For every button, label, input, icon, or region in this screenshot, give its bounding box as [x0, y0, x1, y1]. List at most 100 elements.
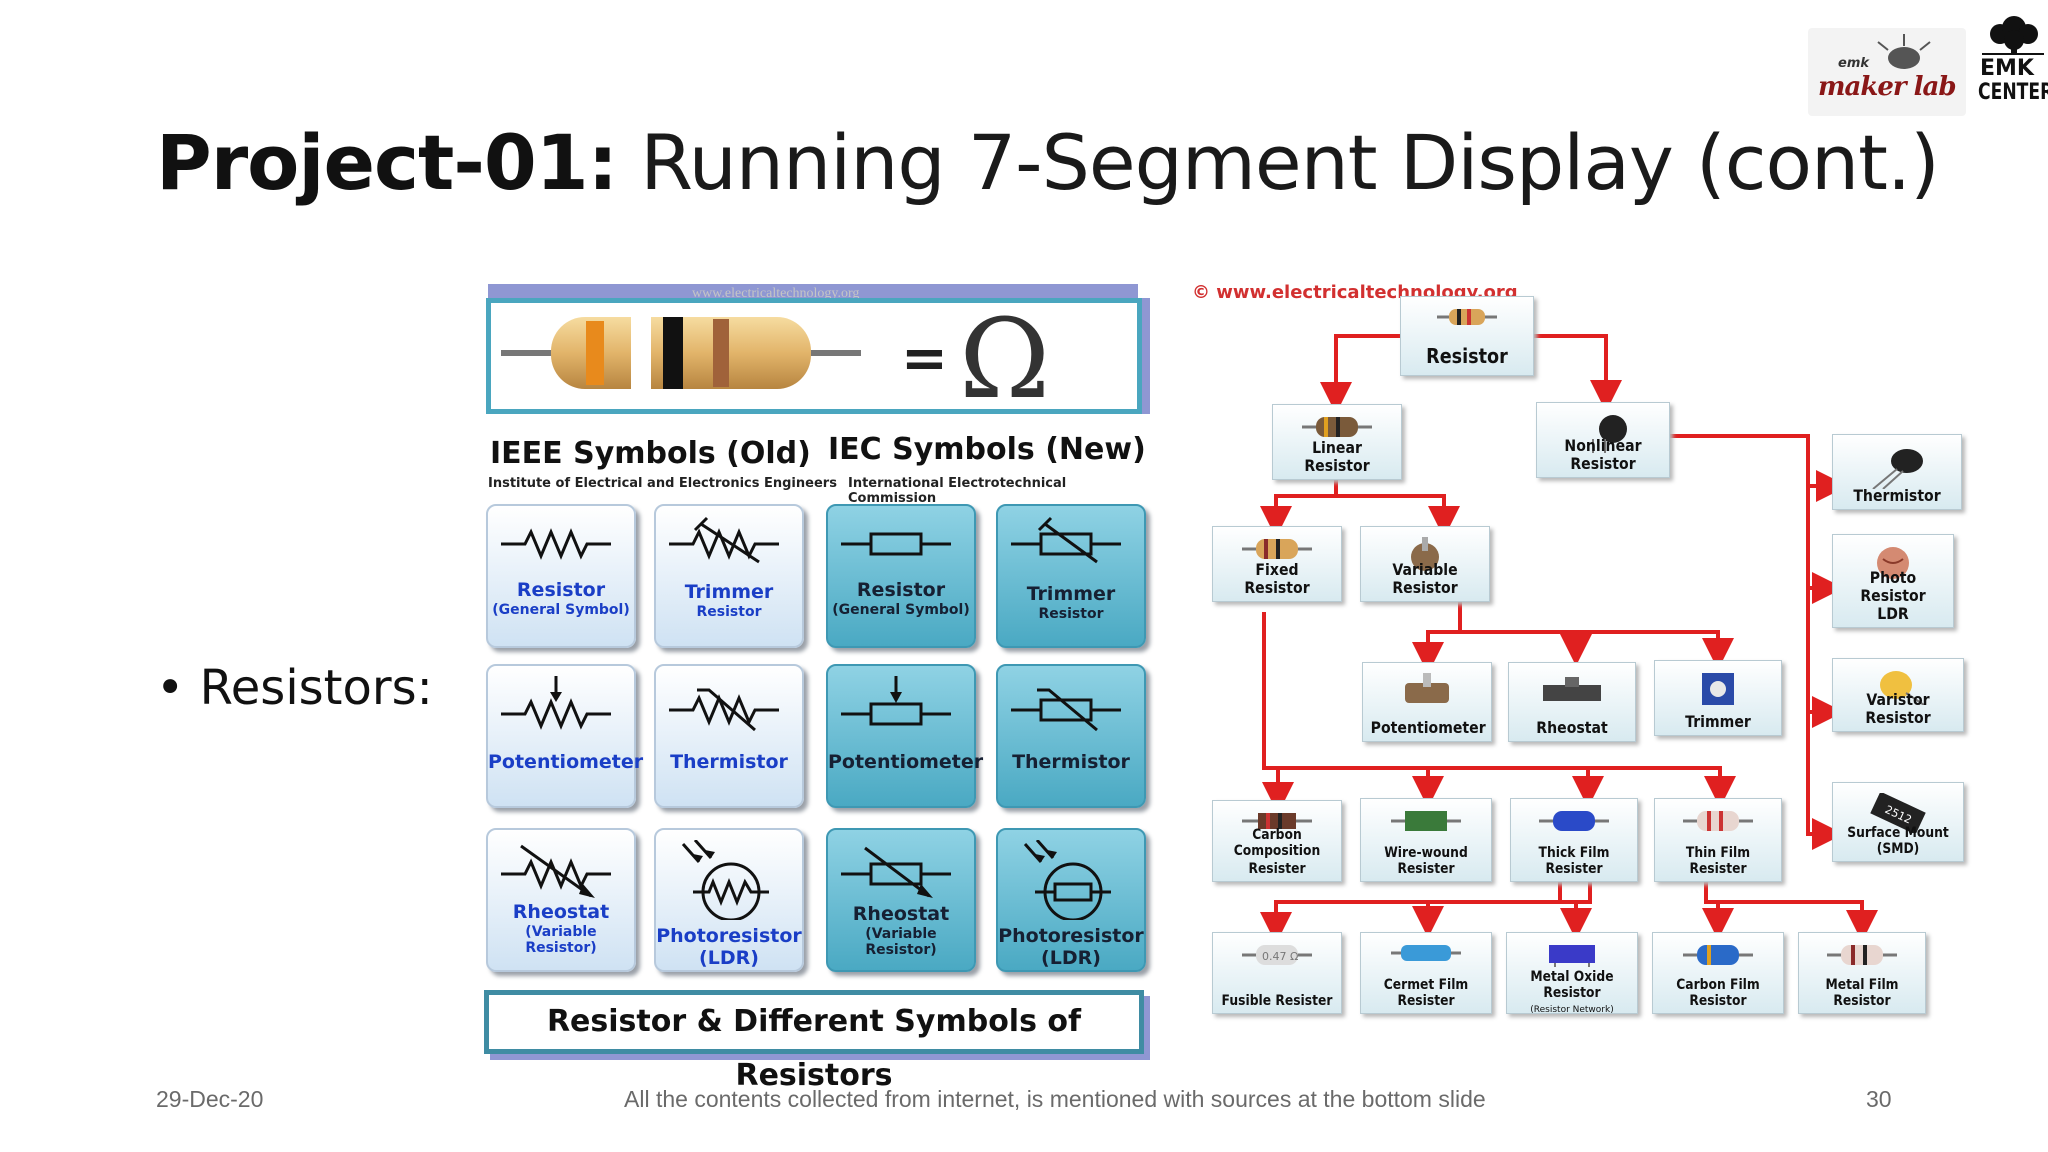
- makerlab-text: maker lab: [1818, 72, 1957, 102]
- cell-label: Rheostat: [512, 901, 610, 923]
- connector-lines: [1260, 334, 1878, 944]
- node-variable: Variable Resistor: [1360, 526, 1490, 602]
- node-label: Surface Mount (SMD): [1847, 825, 1949, 857]
- cell-label: Resistor: [856, 579, 946, 601]
- node-label: Linear Resistor: [1304, 438, 1370, 475]
- node-thick-film: Thick Film Resister: [1510, 798, 1638, 882]
- thermistor-icon: [1872, 449, 1923, 489]
- node-wirewound: Wire-wound Resister: [1360, 798, 1492, 882]
- cermet-icon: [1391, 945, 1461, 961]
- iec-resistor-cell: Resistor (General Symbol): [826, 504, 976, 648]
- node-label: Nonlinear Resistor: [1564, 436, 1642, 473]
- carbon-composition-icon: [1242, 813, 1312, 829]
- center-text: CENTER: [1978, 80, 2048, 105]
- cell-sublabel: Resistor: [1038, 606, 1104, 622]
- cell-label: Photoresistor: [656, 925, 802, 947]
- node-varistor: Varistor Resistor: [1832, 658, 1964, 732]
- cell-sublabel: Resistor: [696, 604, 762, 620]
- node-metal-film: Metal Film Resistor: [1798, 932, 1926, 1014]
- potentiometer-icon: [1405, 673, 1449, 703]
- ieee-trimmer-cell: Trimmer Resistor: [654, 504, 804, 648]
- node-label: Variable Resistor: [1392, 560, 1458, 597]
- cell-sublabel: (LDR): [1041, 947, 1101, 969]
- photoresistor-rectangle-icon: [1023, 840, 1111, 920]
- node-carbon-composition: Carbon Composition Resister: [1212, 800, 1342, 882]
- node-label: Carbon Composition: [1233, 827, 1321, 859]
- node-potentiometer: Potentiometer: [1362, 662, 1492, 742]
- cell-label: Photoresistor: [998, 925, 1144, 947]
- node-fusible: 0.47 Ω Fusible Resister: [1212, 932, 1342, 1014]
- thermistor-rectangle-icon: [1011, 688, 1121, 732]
- node-linear: Linear Resistor: [1272, 404, 1402, 480]
- node-label: Thick Film Resister: [1538, 845, 1610, 877]
- makerlab-logo: emk maker lab: [1808, 28, 1966, 116]
- node-label-2: Resister: [1248, 861, 1306, 877]
- emk-center-logo: EMK CENTER: [1978, 16, 2048, 122]
- node-resistor: Resistor: [1400, 296, 1534, 376]
- emk-text: EMK: [1980, 56, 2034, 81]
- rectangle-resistor-icon: [841, 532, 951, 556]
- cell-label: Resistor: [516, 579, 606, 601]
- resistor-types-diagram: © www.electricaltechnology.org: [1188, 278, 1968, 1048]
- node-label: Photo Resistor: [1860, 568, 1926, 605]
- resistor-symbols-image: www.electricaltechnology.org = Ω IEEE Sy…: [482, 284, 1152, 1093]
- node-carbon-film: Carbon Film Resistor: [1652, 932, 1784, 1014]
- fusible-icon: 0.47 Ω: [1242, 945, 1312, 965]
- resistor-equals-ohm-box: = Ω: [486, 295, 1142, 423]
- node-label: Thin Film Resister: [1685, 845, 1751, 877]
- footer-note: All the contents collected from internet…: [624, 1086, 1486, 1112]
- node-fixed: Fixed Resistor: [1212, 526, 1342, 602]
- cell-label: Potentiometer: [828, 751, 984, 773]
- cell-sublabel: (Variable Resistor): [525, 924, 597, 956]
- node-label: Fixed Resistor: [1244, 560, 1310, 597]
- iec-thermistor-cell: Thermistor: [996, 664, 1146, 808]
- slide-title: Project-01: Running 7-Segment Display (c…: [156, 118, 1940, 207]
- iec-subtitle: International Electrotechnical Commissio…: [848, 476, 1067, 506]
- node-sublabel: LDR: [1877, 604, 1909, 623]
- node-thermistor: Thermistor: [1832, 434, 1962, 510]
- iec-trimmer-cell: Trimmer Resistor: [996, 504, 1146, 648]
- cell-label: Trimmer: [1026, 583, 1116, 605]
- node-label: Trimmer: [1685, 712, 1751, 731]
- node-nonlinear: Nonlinear Resistor: [1536, 402, 1670, 478]
- cell-sublabel: (Variable Resistor): [865, 926, 937, 958]
- footer-date: 29-Dec-20: [156, 1086, 264, 1112]
- iec-rheostat-cell: Rheostat (Variable Resistor): [826, 828, 976, 972]
- omega-symbol: Ω: [959, 303, 1050, 407]
- resistor-ohm-graphic: = Ω: [501, 295, 1050, 423]
- ieee-photoresistor-cell: Photoresistor (LDR): [654, 828, 804, 972]
- potentiometer-zigzag-icon: [501, 676, 611, 730]
- node-rheostat: Rheostat: [1508, 662, 1636, 742]
- bullet-text: Resistors:: [199, 660, 433, 716]
- symbols-watermark: www.electricaltechnology.org: [692, 286, 860, 301]
- node-label: Carbon Film Resistor: [1676, 977, 1760, 1009]
- ieee-resistor-cell: Resistor (General Symbol): [486, 504, 636, 648]
- cell-label: Trimmer: [684, 581, 774, 603]
- smd-chip-icon: 2512: [1870, 793, 1926, 833]
- cell-label: Potentiometer: [488, 751, 644, 773]
- trimmer-rectangle-icon: [1011, 516, 1121, 564]
- node-label: Varistor Resistor: [1865, 690, 1931, 727]
- node-smd: 2512 Surface Mount (SMD): [1832, 782, 1964, 862]
- rheostat-icon: [1543, 677, 1601, 701]
- equals-sign: =: [901, 326, 948, 391]
- node-label: Metal Oxide Resistor: [1530, 969, 1614, 1001]
- cell-label: Thermistor: [670, 751, 788, 773]
- ieee-potentiometer-cell: Potentiometer: [486, 664, 644, 808]
- trimmer-zigzag-icon: [669, 516, 779, 564]
- metal-film-icon: [1827, 945, 1897, 965]
- node-thin-film: Thin Film Resister: [1654, 798, 1782, 882]
- bug-icon: [1877, 34, 1931, 69]
- variable-resistor-icon: [1411, 537, 1439, 571]
- fusible-code: 0.47 Ω: [1262, 950, 1298, 963]
- ieee-title: IEEE Symbols (Old): [490, 436, 811, 471]
- logos: emk maker lab EMK CENTER: [1808, 16, 2048, 122]
- rheostat-rectangle-icon: [841, 846, 951, 898]
- node-photo: Photo Resistor LDR: [1832, 534, 1954, 628]
- nonlinear-resistor-icon: [1592, 415, 1627, 453]
- node-sublabel: (Resistor Network): [1530, 1005, 1614, 1015]
- varistor-icon: [1880, 671, 1925, 705]
- node-cermet: Cermet Film Resister: [1360, 932, 1492, 1014]
- ldr-icon: [1877, 547, 1909, 579]
- rheostat-zigzag-icon: [501, 844, 611, 898]
